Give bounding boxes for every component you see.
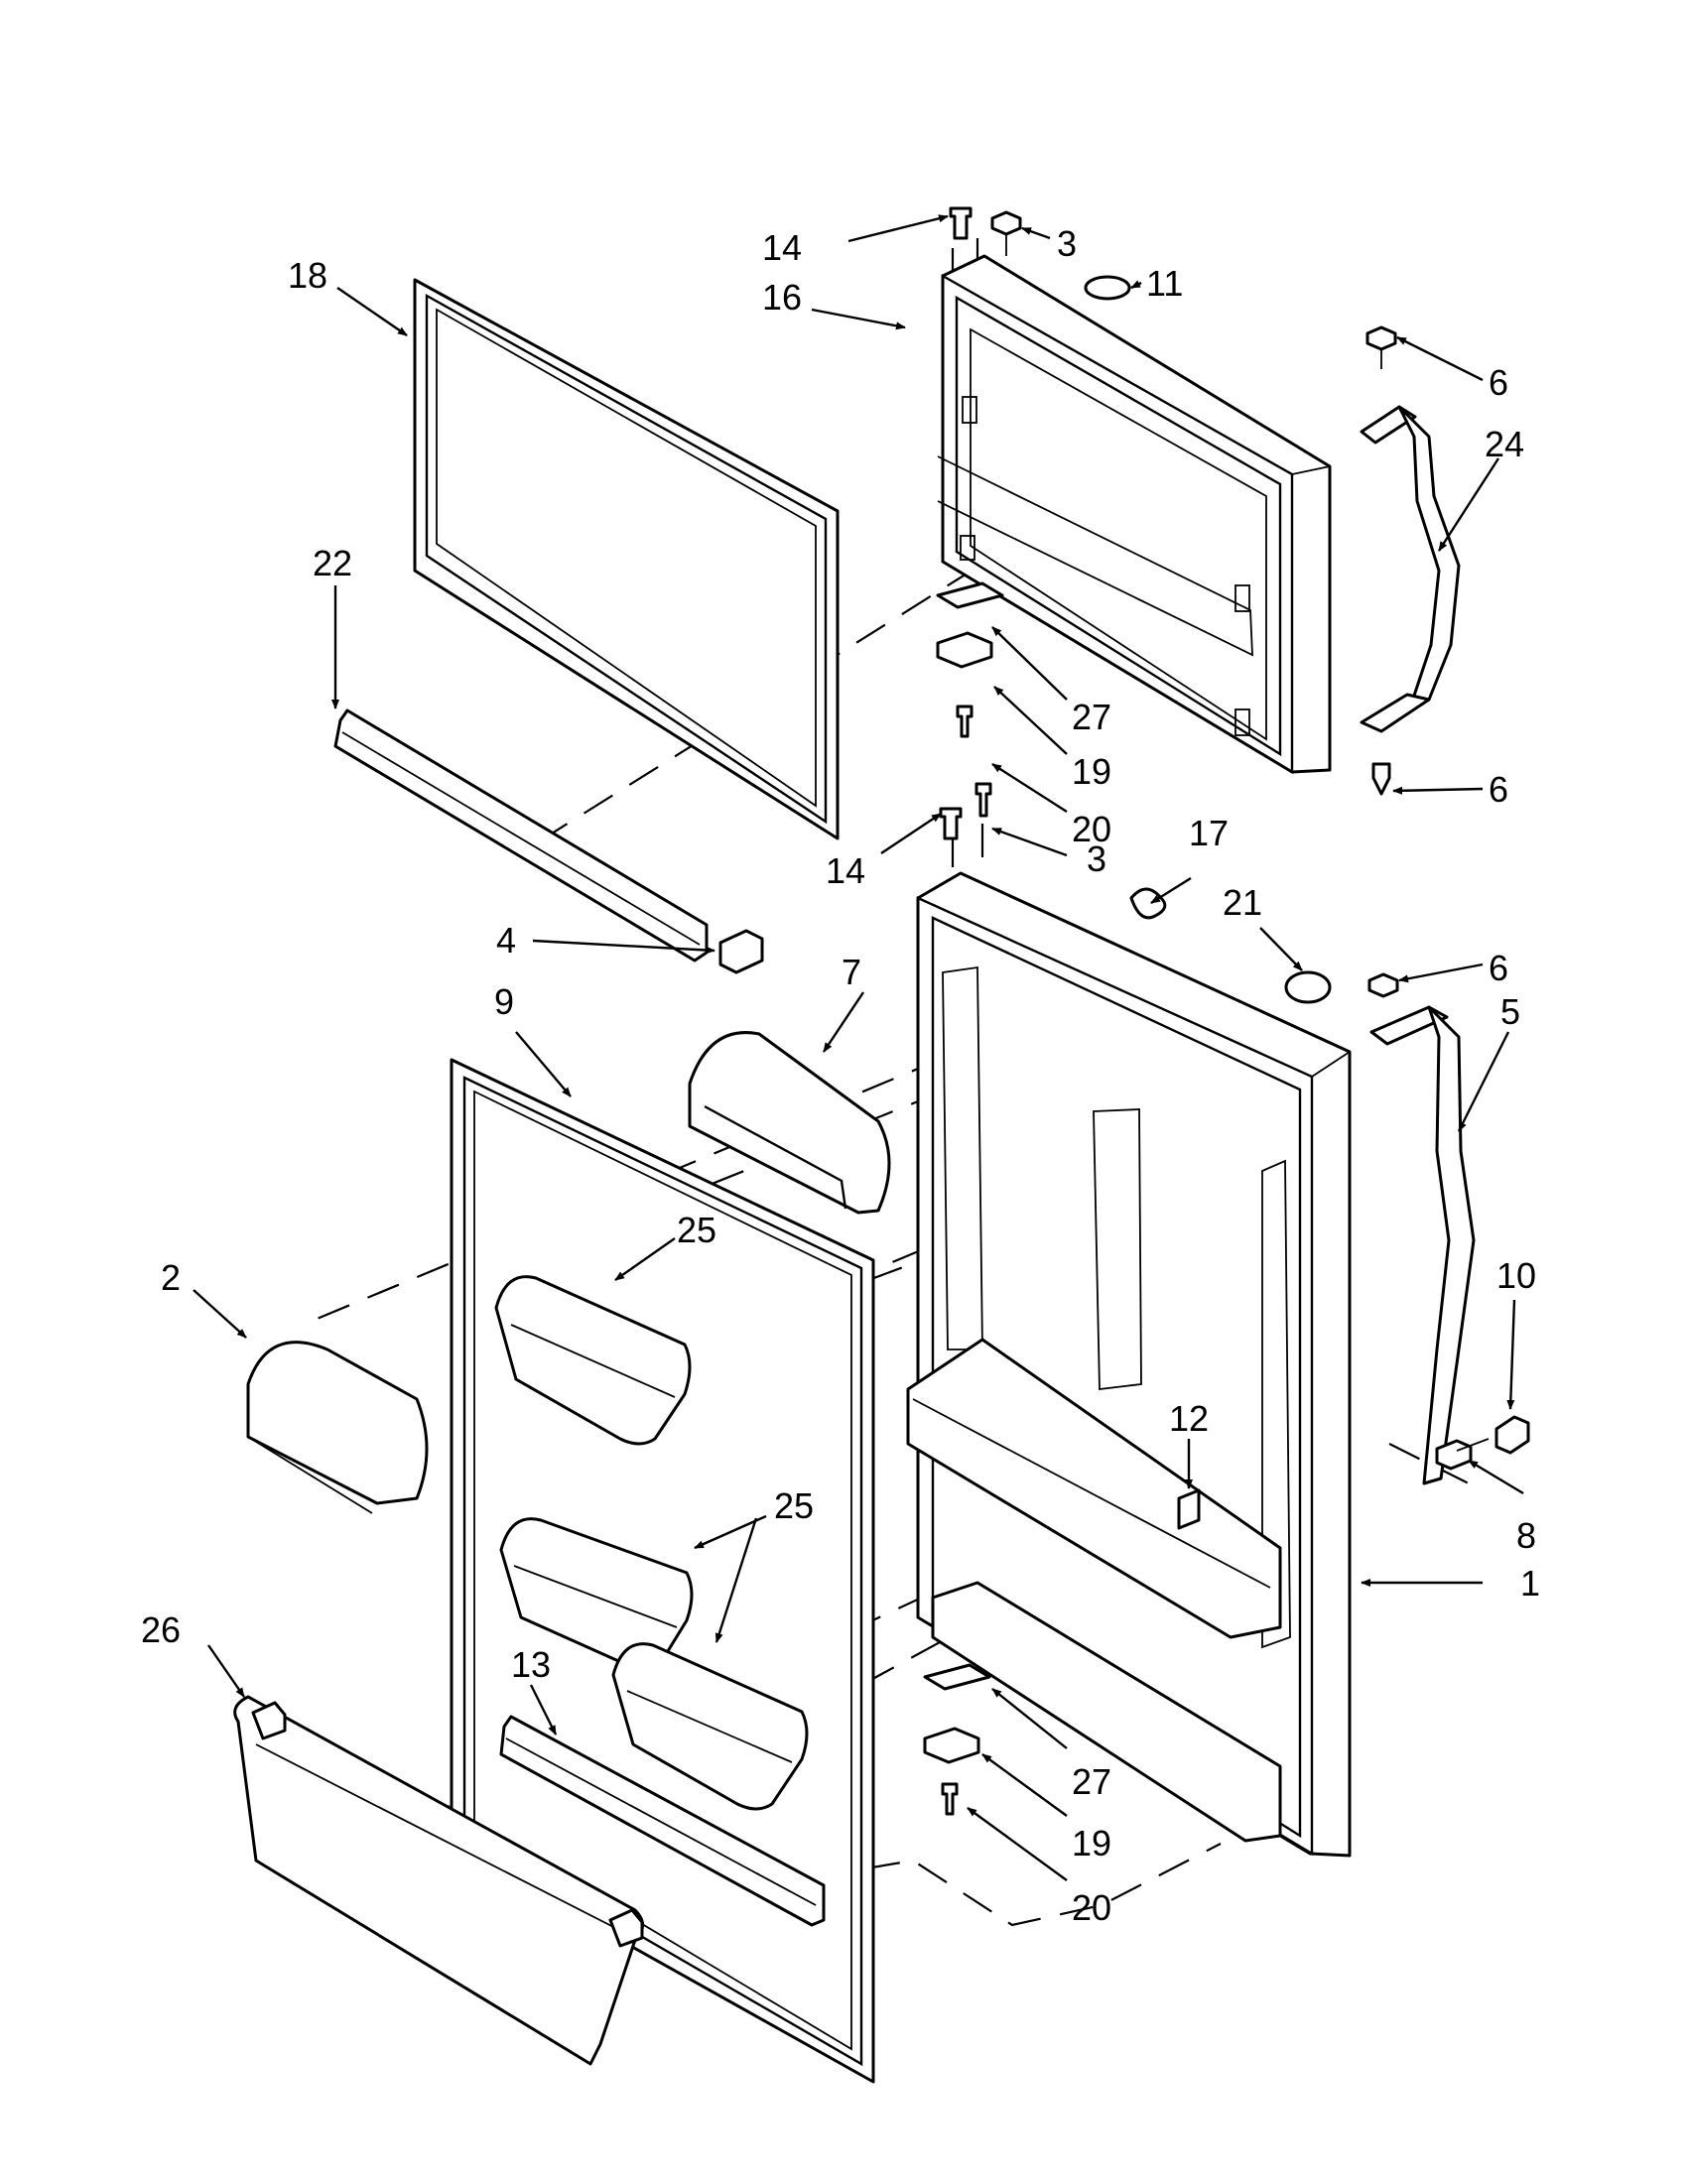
callout-14-top: 14	[762, 227, 802, 268]
callout-24: 24	[1485, 424, 1524, 464]
callout-26: 26	[141, 1609, 181, 1650]
callout-leaders	[193, 214, 1524, 1881]
callout-11: 11	[1146, 263, 1183, 304]
callout-numbers: 14 3 11 16 18 6 24 22 27 19 20 6 14 3 17…	[141, 223, 1540, 1928]
callout-3-top: 3	[1057, 223, 1077, 264]
callout-8: 8	[1516, 1515, 1536, 1556]
callout-19-upper: 19	[1072, 751, 1111, 792]
callout-20-upper: 20	[1072, 809, 1111, 849]
callout-25-lower: 25	[774, 1485, 814, 1526]
handle-screw-and-cap	[1435, 1415, 1530, 1471]
door-plug-gasket	[1084, 275, 1131, 301]
callout-2: 2	[161, 1257, 181, 1298]
callout-20-lower: 20	[1072, 1887, 1111, 1928]
door-bins	[494, 1275, 809, 1811]
callout-14-middle: 14	[826, 850, 865, 891]
screws-top	[949, 206, 1397, 796]
fresh-food-door	[906, 871, 1352, 1858]
callout-12: 12	[1169, 1398, 1209, 1439]
callout-27-lower: 27	[1072, 1761, 1111, 1802]
trim-clip	[718, 929, 764, 974]
callout-6-upper: 6	[1489, 362, 1508, 403]
callout-10: 10	[1496, 1255, 1536, 1296]
freezer-door	[937, 254, 1332, 775]
callout-13: 13	[511, 1644, 551, 1685]
callout-16: 16	[762, 277, 802, 318]
large-door-bin	[233, 1695, 644, 2066]
fresh-food-handle	[1367, 972, 1476, 1485]
callout-18: 18	[288, 255, 327, 296]
callout-9: 9	[494, 981, 514, 1022]
callout-19-lower: 19	[1072, 1823, 1111, 1863]
callout-21: 21	[1223, 882, 1262, 923]
freezer-handle	[1360, 405, 1461, 733]
callout-4: 4	[496, 920, 516, 961]
callout-22: 22	[313, 543, 352, 583]
callout-25-top: 25	[677, 1210, 716, 1250]
callout-6-middle: 6	[1489, 769, 1508, 810]
fresh-food-door-trim	[499, 1715, 826, 1927]
callout-17: 17	[1189, 813, 1229, 853]
callout-7: 7	[842, 952, 861, 992]
freezer-door-gasket	[413, 278, 840, 840]
lower-hinge-parts	[923, 1663, 991, 1816]
callout-6-lower: 6	[1489, 948, 1508, 988]
callout-27-upper: 27	[1072, 697, 1111, 737]
upper-hinge-parts	[936, 581, 1004, 840]
callout-3-middle: 3	[1087, 838, 1106, 879]
dairy-door	[246, 1341, 429, 1514]
callout-1: 1	[1520, 1563, 1540, 1604]
callout-5: 5	[1500, 991, 1520, 1032]
shelf-bracket	[1177, 1488, 1201, 1530]
freezer-door-trim	[333, 708, 709, 963]
dairy-compartment	[688, 1031, 891, 1215]
